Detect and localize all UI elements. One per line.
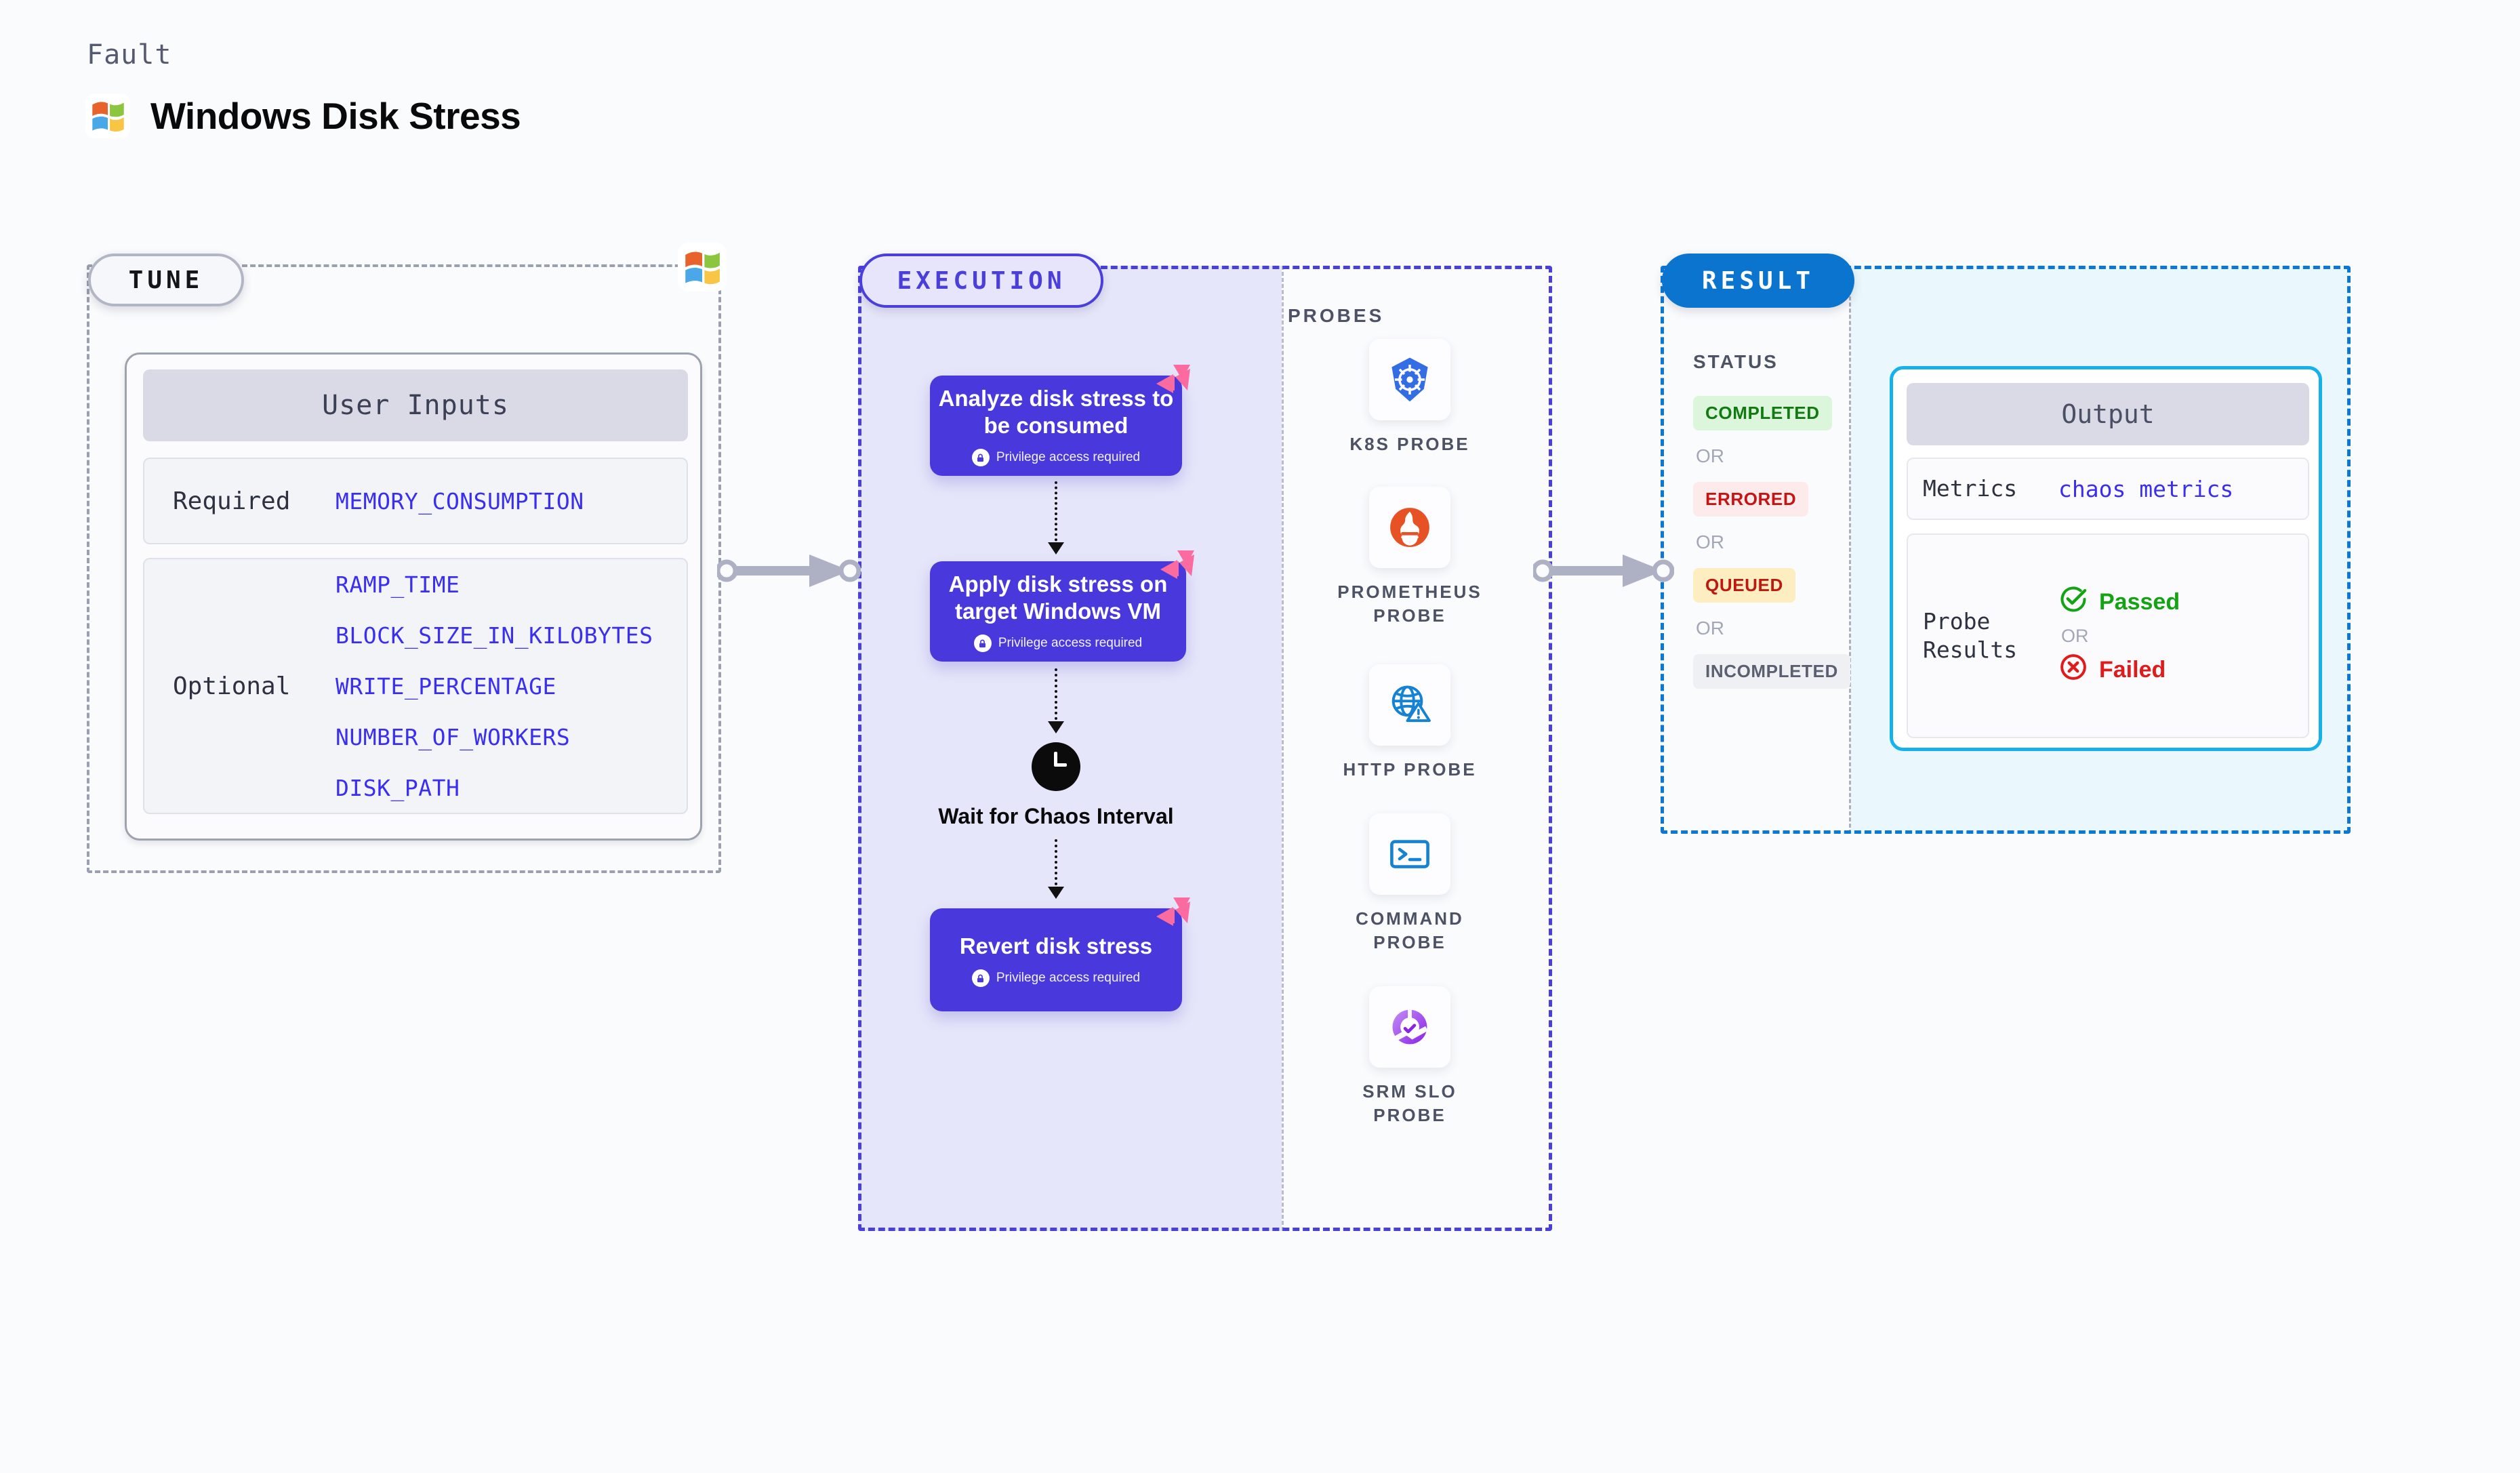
page-title-row: Windows Disk Stress [85,94,521,138]
windows-logo-icon [85,94,130,138]
user-inputs-title: User Inputs [143,369,688,441]
node-title: Revert disk stress [959,933,1153,959]
http-globe-warning-icon [1369,664,1450,746]
status-badge-errored: ERRORED [1693,482,1809,517]
probe-label: COMMAND PROBE [1356,908,1464,953]
node-privilege-label: Privilege access required [996,971,1141,986]
output-metrics-row: Metrics chaos metrics [1907,458,2309,520]
status-badge-incompleted: INCOMPLETED [1693,654,1850,689]
result-divider [1849,266,1851,834]
page-title: Windows Disk Stress [150,95,521,137]
required-values: MEMORY_CONSUMPTION [336,488,584,514]
edge-arrow-head [1048,542,1064,554]
probe-label: PROMETHEUS PROBE [1337,582,1482,626]
wait-for-chaos-interval: Wait for Chaos Interval [930,742,1182,830]
probe-label: HTTP PROBE [1343,759,1477,780]
optional-label: Optional [173,672,291,700]
node-privilege-label: Privilege access required [996,450,1141,465]
status-badge-queued: QUEUED [1693,568,1795,603]
probe-result-or: OR [2061,625,2089,646]
input-param[interactable]: NUMBER_OF_WORKERS [336,723,571,750]
probe-command[interactable]: COMMAND PROBE [1335,813,1484,954]
edge-analyze-to-apply [1055,481,1057,546]
input-param[interactable]: DISK_PATH [336,774,460,801]
terminal-icon [1369,813,1450,895]
connector-execution-to-result [1531,550,1675,594]
stage-badge-tune[interactable]: TUNE [88,254,244,306]
execution-panel-border [858,266,1552,1231]
stage-badge-execution[interactable]: EXECUTION [859,254,1103,308]
probe-srm-slo[interactable]: SRM SLO PROBE [1335,986,1484,1127]
node-title: Apply disk stress on target Windows VM [948,571,1168,624]
input-param[interactable]: WRITE_PERCENTAGE [336,672,556,700]
failed-label: Failed [2099,656,2166,683]
litmus-corner-icon [1155,363,1192,403]
status-title: STATUS [1693,351,1779,372]
user-inputs-card: User Inputs Required MEMORY_CONSUMPTION … [125,352,702,841]
probe-label: K8S PROBE [1349,434,1470,454]
required-inputs-row: Required MEMORY_CONSUMPTION [143,458,688,544]
kubernetes-icon [1369,339,1450,420]
input-param[interactable]: MEMORY_CONSUMPTION [336,487,584,514]
execution-probes-divider [1282,266,1284,1231]
required-label: Required [173,487,291,515]
status-badge-completed: COMPLETED [1693,396,1832,430]
passed-label: Passed [2099,588,2180,615]
check-circle-icon [2058,584,2088,620]
output-probe-results-row: Probe Results Passed OR [1907,533,2309,738]
node-privilege-note: Privilege access required [971,969,1141,988]
node-privilege-label: Privilege access required [998,636,1143,651]
connector-tune-to-execution [715,550,861,594]
result-status-region [1661,266,1849,834]
result-panel-border [1661,266,2351,834]
lock-icon [973,634,992,653]
output-card: Output Metrics chaos metrics Probe Resul… [1890,366,2322,751]
metrics-value[interactable]: chaos metrics [2058,475,2234,502]
node-privilege-note: Privilege access required [971,449,1141,467]
execution-node-analyze[interactable]: Analyze disk stress to be consumed Privi… [930,365,1190,476]
probe-results-label: Probe Results [1923,607,2018,663]
probe-results-values: Passed OR Failed [2058,584,2180,688]
clock-icon [1032,742,1080,791]
node-privilege-note: Privilege access required [973,634,1143,653]
x-circle-icon [2058,652,2088,688]
windows-platform-icon [678,243,727,295]
edge-apply-to-wait [1055,668,1057,725]
litmus-corner-icon [1159,549,1196,589]
status-or: OR [1696,445,1724,466]
optional-values: RAMP_TIME BLOCK_SIZE_IN_KILOBYTES WRITE_… [336,571,653,801]
lock-icon [971,969,990,988]
output-title: Output [1907,383,2309,445]
litmus-corner-icon [1155,896,1192,936]
fault-kicker: Fault [87,39,172,70]
probe-result-passed: Passed [2058,584,2180,620]
probe-result-failed: Failed [2058,652,2180,688]
probe-http[interactable]: HTTP PROBE [1335,664,1484,782]
execution-node-revert-stress[interactable]: Revert disk stress Privilege access requ… [930,897,1190,1011]
probes-section-title: PROBES [1288,305,1385,326]
prometheus-icon [1369,487,1450,568]
probe-prometheus[interactable]: PROMETHEUS PROBE [1335,487,1484,628]
clock-hand-minute [1055,763,1067,767]
status-or: OR [1696,618,1724,639]
clock-hand-hour [1054,752,1057,767]
input-param[interactable]: RAMP_TIME [336,571,460,598]
node-title: Analyze disk stress to be consumed [938,385,1174,438]
edge-wait-to-revert [1055,839,1057,891]
optional-inputs-row: Optional RAMP_TIME BLOCK_SIZE_IN_KILOBYT… [143,558,688,814]
probe-label: SRM SLO PROBE [1362,1081,1457,1126]
metrics-label: Metrics [1923,475,2018,502]
edge-arrow-head [1048,887,1064,899]
probe-k8s[interactable]: K8S PROBE [1335,339,1484,456]
lock-icon [971,449,990,467]
srm-slo-icon [1369,986,1450,1068]
status-or: OR [1696,531,1724,552]
tune-panel: User Inputs Required MEMORY_CONSUMPTION … [87,264,721,873]
stage-badge-result[interactable]: RESULT [1662,254,1854,308]
status-column: STATUS COMPLETED OR ERRORED OR QUEUED OR… [1693,351,1850,689]
wait-label: Wait for Chaos Interval [938,804,1174,828]
edge-arrow-head [1048,721,1064,733]
execution-node-apply-stress[interactable]: Apply disk stress on target Windows VM P… [930,550,1194,662]
input-param[interactable]: BLOCK_SIZE_IN_KILOBYTES [336,622,653,649]
